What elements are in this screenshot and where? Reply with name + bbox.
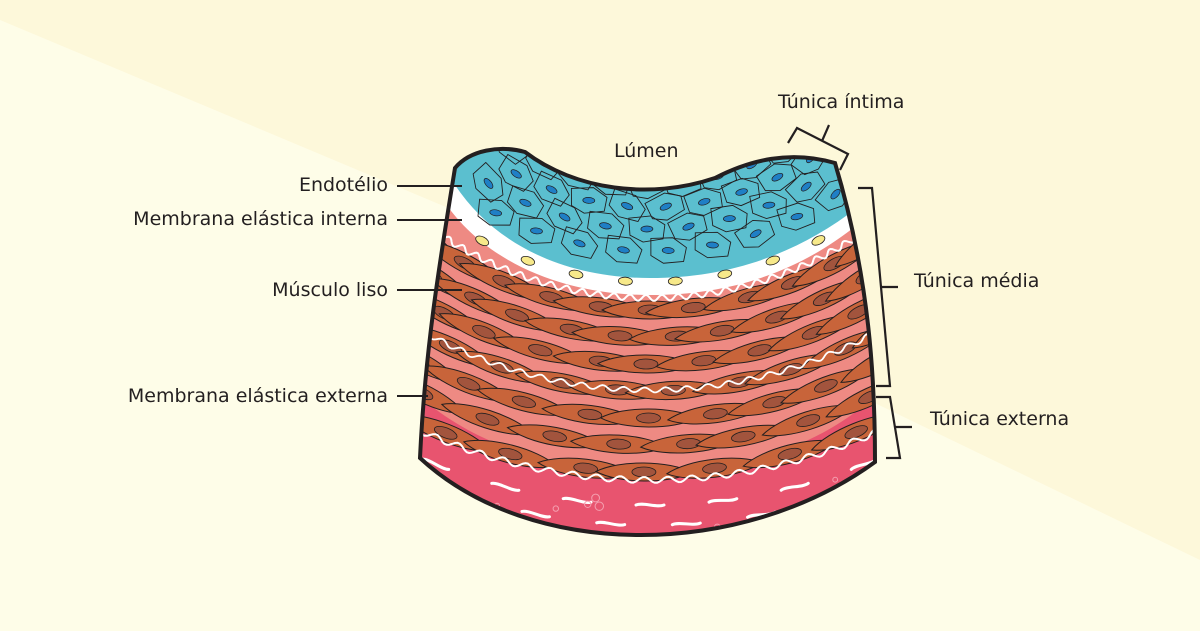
- bubble: [594, 501, 604, 511]
- fiber: [892, 462, 918, 475]
- bubble: [552, 505, 559, 512]
- bracket-tunica-intima: [787, 124, 850, 171]
- bubble: [363, 429, 367, 433]
- label-tunica-media: Túnica média: [914, 270, 1040, 292]
- endothelial-cell: [784, 171, 826, 203]
- endothelial-cell: [570, 187, 608, 214]
- endothelial-cell: [710, 204, 748, 233]
- intima-cell: [520, 255, 536, 266]
- label-membrana-interna: Membrana elástica interna: [133, 208, 388, 230]
- label-musculo-liso: Músculo liso: [272, 279, 388, 301]
- endothelial-cell: [518, 217, 556, 244]
- bubble: [499, 513, 506, 519]
- bubble: [414, 486, 418, 490]
- endothelial-cell: [560, 226, 599, 259]
- fiber: [634, 502, 666, 508]
- bubble: [613, 548, 619, 554]
- fiber: [520, 509, 551, 519]
- fiber: [421, 457, 451, 471]
- label-lumen: Lúmen: [614, 140, 679, 162]
- fiber: [849, 457, 875, 471]
- muscle-cell: [569, 434, 668, 454]
- endothelial-cell: [749, 191, 787, 220]
- endothelial-cell: [472, 161, 504, 203]
- intima-cell: [618, 276, 633, 286]
- external-elastic-wave: [420, 288, 875, 484]
- endothelial-cell: [644, 192, 685, 221]
- endothelial-cell: [608, 188, 646, 223]
- endothelial-cell: [628, 215, 666, 243]
- fiber: [707, 497, 739, 504]
- fiber: [338, 461, 363, 476]
- muscle-cell: [810, 413, 875, 451]
- bubble: [591, 493, 600, 503]
- endothelial-cell: [683, 187, 723, 216]
- endothelial-cell: [587, 210, 625, 240]
- bracket-tunica-media: [858, 186, 898, 388]
- endothelial-cell: [546, 197, 583, 235]
- endothelial-cell: [734, 219, 776, 248]
- endothelial-cell: [533, 170, 570, 207]
- endothelial-cell: [776, 202, 816, 231]
- fiber: [490, 481, 521, 492]
- intima-cell: [568, 269, 584, 279]
- background-band: [0, 0, 1200, 560]
- endothelial-cell: [605, 234, 643, 264]
- endothelial-cell: [650, 237, 687, 264]
- endothelial-cell: [694, 231, 732, 259]
- intima-cell: [811, 235, 826, 246]
- endothelial-cell: [477, 198, 515, 226]
- media-wave: [420, 229, 875, 394]
- endothelial-cell: [498, 153, 534, 192]
- intima-cell: [475, 235, 490, 247]
- bracket-tunica-externa: [876, 395, 912, 460]
- intima-cell: [717, 269, 733, 279]
- fiber: [864, 494, 875, 509]
- fiber: [558, 537, 586, 542]
- bubble: [675, 560, 682, 567]
- fiber: [937, 461, 962, 476]
- bubble: [832, 476, 839, 483]
- bubble: [322, 450, 326, 454]
- fiber: [779, 481, 810, 492]
- fiber: [670, 521, 702, 527]
- intima-cell: [667, 276, 683, 286]
- bubble: [886, 453, 890, 457]
- label-tunica-intima: Túnica íntima: [778, 91, 905, 113]
- fiber: [595, 520, 627, 527]
- fiber: [636, 544, 664, 546]
- bubble: [584, 500, 592, 508]
- label-endotelio: Endotélio: [298, 174, 388, 196]
- intima-cell: [765, 255, 780, 266]
- label-membrana-externa: Membrana elástica externa: [127, 385, 388, 407]
- muscle-cell: [599, 408, 698, 428]
- fiber: [561, 496, 593, 505]
- bubble: [444, 483, 450, 489]
- bubble: [672, 554, 680, 562]
- fiber: [420, 494, 436, 509]
- artery-outline: [417, 147, 878, 537]
- fiber: [379, 461, 405, 474]
- label-tunica-externa: Túnica externa: [930, 408, 1070, 430]
- fiber: [480, 520, 511, 531]
- bubble: [754, 520, 764, 531]
- fiber: [789, 520, 820, 531]
- endothelial-cell: [667, 212, 708, 241]
- fiber: [714, 537, 742, 542]
- bubble: [934, 477, 941, 484]
- fiber: [357, 426, 382, 441]
